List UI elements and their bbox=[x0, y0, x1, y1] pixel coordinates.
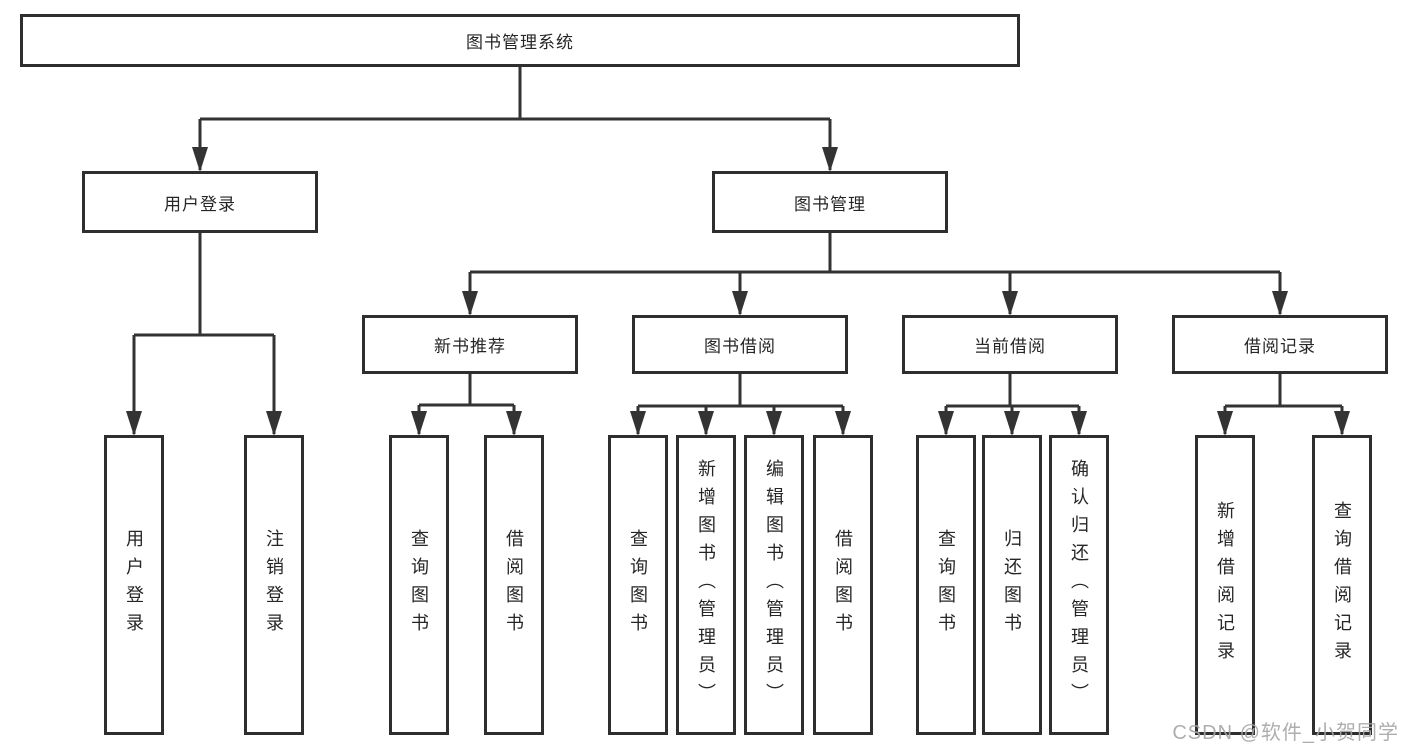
arrowhead bbox=[938, 411, 954, 436]
leaf-user-login: 用户登录 bbox=[104, 435, 164, 735]
leaf-borrow-books: 借阅图书 bbox=[813, 435, 873, 735]
leaf-label: 归还图书 bbox=[1002, 529, 1022, 641]
leaf-query-books-borrow: 查询图书 bbox=[608, 435, 668, 735]
node-book-management: 图书管理 bbox=[712, 171, 948, 233]
leaf-borrow-books-recommend: 借阅图书 bbox=[484, 435, 544, 735]
connector-book-borrow bbox=[636, 374, 845, 434]
arrowhead bbox=[698, 411, 714, 436]
leaf-query-books-recommend: 查询图书 bbox=[389, 435, 449, 735]
leaf-label: 注销登录 bbox=[264, 529, 284, 641]
csdn-watermark: CSDN @软件_小贺同学 bbox=[1172, 722, 1399, 744]
arrowhead bbox=[462, 291, 478, 316]
arrowhead bbox=[822, 147, 838, 172]
leaf-query-books-current: 查询图书 bbox=[916, 435, 976, 735]
connector-user-login bbox=[132, 233, 276, 434]
node-new-book-recommend: 新书推荐 bbox=[362, 315, 578, 374]
connector-book-management bbox=[468, 233, 1282, 314]
leaf-query-borrow-record: 查询借阅记录 bbox=[1312, 435, 1372, 735]
connector-borrow-records bbox=[1223, 374, 1344, 434]
leaf-label: 查询图书 bbox=[936, 529, 956, 641]
arrowhead bbox=[266, 411, 282, 436]
arrowhead bbox=[732, 291, 748, 316]
arrowhead bbox=[1334, 411, 1350, 436]
arrowhead bbox=[506, 411, 522, 436]
leaf-label: 借阅图书 bbox=[833, 529, 853, 641]
node-library-system: 图书管理系统 bbox=[20, 14, 1020, 67]
arrowhead bbox=[411, 411, 427, 436]
leaf-logout: 注销登录 bbox=[244, 435, 304, 735]
arrowheads bbox=[126, 147, 1350, 436]
arrowhead bbox=[835, 411, 851, 436]
connector-root bbox=[198, 67, 832, 170]
arrowhead bbox=[1004, 411, 1020, 436]
leaf-add-books-admin: 新增图书（管理员） bbox=[676, 435, 736, 735]
node-user-login: 用户登录 bbox=[82, 171, 318, 233]
arrowhead bbox=[1217, 411, 1233, 436]
leaf-label: 编辑图书（管理员） bbox=[764, 459, 784, 711]
leaf-label: 查询图书 bbox=[628, 529, 648, 641]
leaf-label: 查询借阅记录 bbox=[1332, 501, 1352, 669]
leaf-add-borrow-record: 新增借阅记录 bbox=[1195, 435, 1255, 735]
node-book-borrow: 图书借阅 bbox=[632, 315, 848, 374]
leaf-return-books: 归还图书 bbox=[982, 435, 1042, 735]
arrowhead bbox=[1002, 291, 1018, 316]
node-borrow-records: 借阅记录 bbox=[1172, 315, 1388, 374]
leaf-label: 新增借阅记录 bbox=[1215, 501, 1235, 669]
leaf-label: 借阅图书 bbox=[504, 529, 524, 641]
arrowhead bbox=[192, 147, 208, 172]
leaf-confirm-return-admin: 确认归还（管理员） bbox=[1049, 435, 1109, 735]
node-current-borrow: 当前借阅 bbox=[902, 315, 1118, 374]
arrowhead bbox=[1071, 411, 1087, 436]
connector-new-book-recommend bbox=[417, 374, 516, 434]
arrowhead bbox=[766, 411, 782, 436]
leaf-label: 新增图书（管理员） bbox=[696, 459, 716, 711]
arrowhead bbox=[1272, 291, 1288, 316]
arrowhead bbox=[630, 411, 646, 436]
arrowhead bbox=[126, 411, 142, 436]
leaf-label: 查询图书 bbox=[409, 529, 429, 641]
leaf-label: 用户登录 bbox=[124, 529, 144, 641]
leaf-label: 确认归还（管理员） bbox=[1069, 459, 1089, 711]
leaf-edit-books-admin: 编辑图书（管理员） bbox=[744, 435, 804, 735]
